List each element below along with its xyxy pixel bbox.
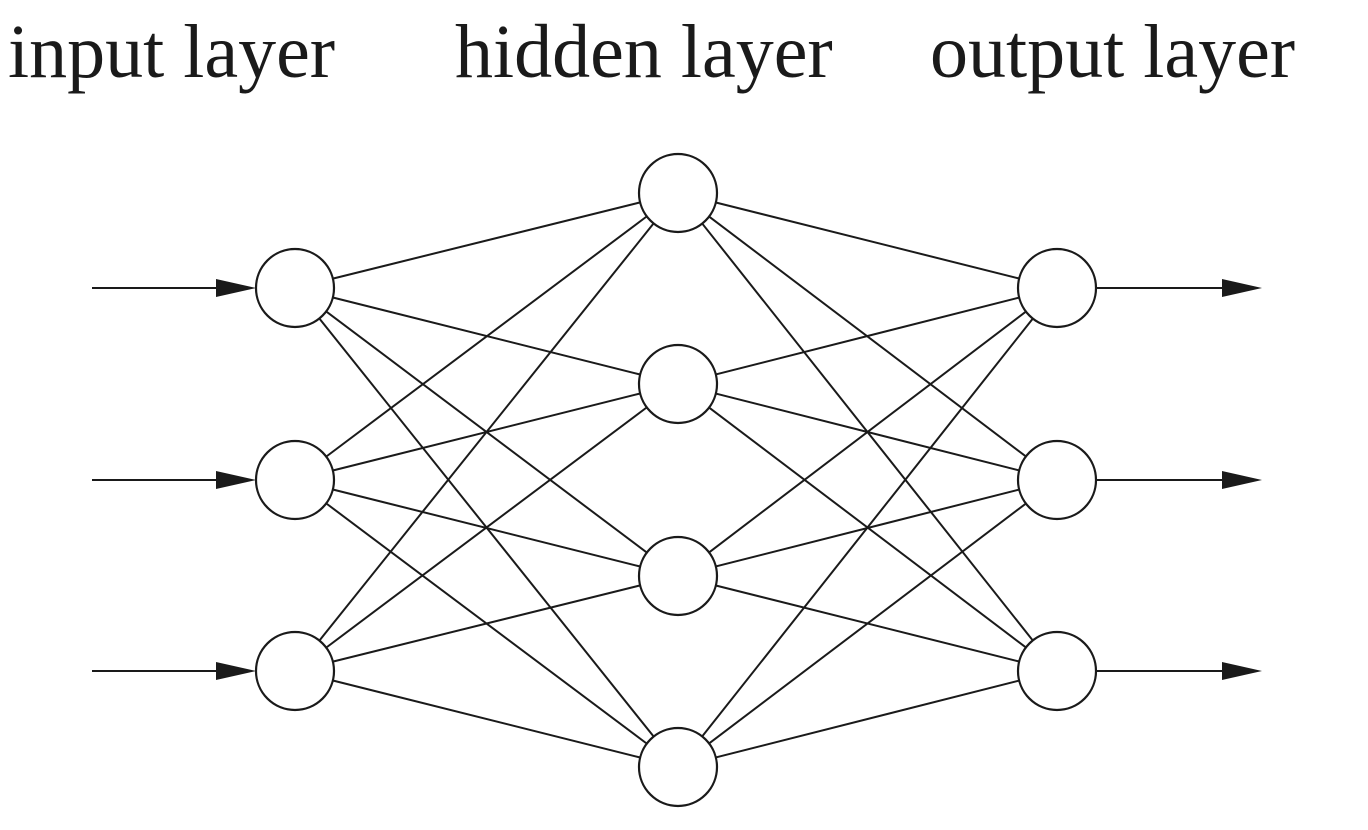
- connection-input3-hidden2: [325, 406, 648, 649]
- input-arrow-1: [92, 279, 256, 297]
- connection-hidden1-output1: [715, 201, 1020, 280]
- connections: [318, 201, 1034, 759]
- input-neuron-3: [254, 630, 336, 712]
- connection-hidden3-output1: [708, 310, 1027, 554]
- input-layer-label: input layer: [8, 10, 336, 94]
- connection-hidden4-output1: [701, 317, 1034, 738]
- output-arrow-1-head: [1222, 279, 1262, 297]
- output-neuron-2: [1016, 439, 1098, 521]
- output-arrow-1: [1096, 279, 1262, 297]
- output-arrow-2: [1096, 471, 1262, 489]
- io-arrows: [92, 279, 1262, 680]
- input-arrow-3-head: [216, 662, 256, 680]
- hidden-neuron-1: [637, 152, 719, 234]
- connection-input3-hidden4: [332, 679, 641, 759]
- input-neuron-2: [254, 439, 336, 521]
- output-neuron-3: [1016, 630, 1098, 712]
- input-arrow-2: [92, 471, 256, 489]
- neurons: [254, 152, 1098, 808]
- output-layer-label: output layer: [930, 10, 1296, 94]
- connection-input3-hidden1: [318, 222, 655, 642]
- connection-input2-hidden1: [325, 215, 648, 458]
- input-arrow-1-head: [216, 279, 256, 297]
- output-neuron-1: [1016, 247, 1098, 329]
- connection-hidden4-output2: [708, 502, 1027, 745]
- input-arrow-2-head: [216, 471, 256, 489]
- connection-input3-hidden3: [332, 584, 641, 663]
- output-arrow-3: [1096, 662, 1262, 680]
- hidden-neuron-4: [637, 726, 719, 808]
- connection-hidden4-output3: [715, 679, 1020, 759]
- input-arrow-3: [92, 662, 256, 680]
- connection-hidden2-output1: [715, 296, 1020, 376]
- hidden-layer-label: hidden layer: [455, 10, 833, 94]
- output-arrow-2-head: [1222, 471, 1262, 489]
- input-neuron-1: [254, 247, 336, 329]
- hidden-neuron-2: [637, 343, 719, 425]
- output-arrow-3-head: [1222, 662, 1262, 680]
- connection-input1-hidden1: [332, 201, 641, 280]
- hidden-neuron-3: [637, 535, 719, 617]
